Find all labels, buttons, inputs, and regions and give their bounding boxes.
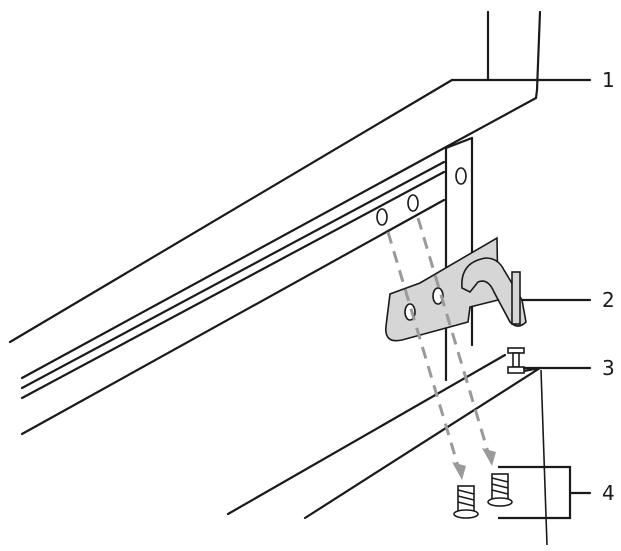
- door-edge: [540, 369, 548, 546]
- arrowhead-right: [482, 448, 496, 466]
- rail-hole-right: [407, 194, 419, 212]
- bracket-hole-right: [432, 287, 444, 305]
- upright-hole: [455, 167, 467, 185]
- arrow-right: [416, 217, 490, 453]
- screw-left: [453, 485, 479, 519]
- hinge-pin: [507, 347, 525, 374]
- upright-post: [444, 136, 474, 382]
- callout-2: 2: [602, 288, 615, 312]
- screw-right: [487, 473, 513, 507]
- leader-lines: [450, 78, 592, 520]
- assembly-arrows: [386, 217, 496, 480]
- callout-4: 4: [602, 481, 615, 505]
- callout-3: 3: [602, 356, 615, 380]
- rail-hole-left: [376, 208, 388, 226]
- callout-1: 1: [602, 68, 615, 92]
- top-post: [486, 10, 542, 92]
- arrowhead-left: [452, 462, 466, 480]
- arrow-left: [386, 231, 460, 467]
- frame-rails: [8, 78, 542, 520]
- hinge-bracket: [385, 236, 527, 342]
